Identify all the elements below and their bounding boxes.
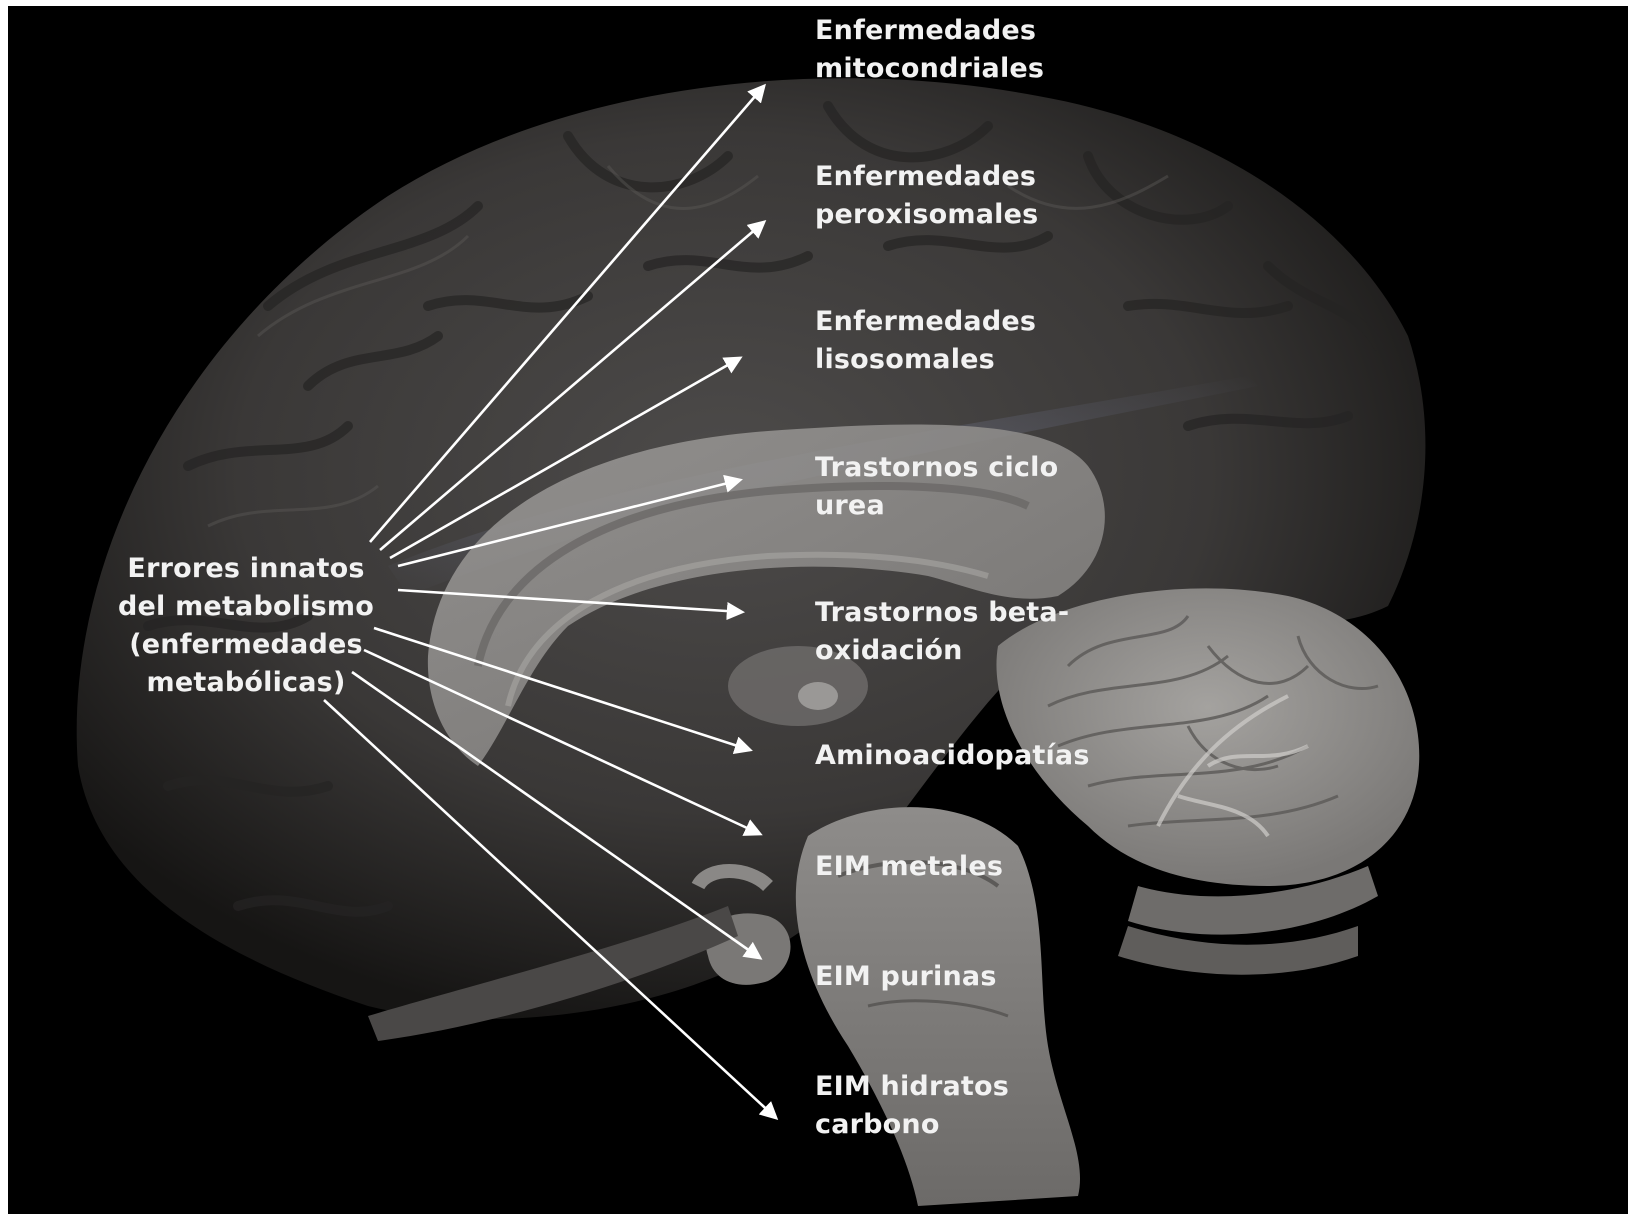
- target-line: carbono: [815, 1106, 1009, 1144]
- arrow-to-hidratos-carbono: [324, 700, 776, 1118]
- arrow-to-aminoacidopatias: [374, 628, 750, 750]
- target-line: EIM purinas: [815, 958, 997, 996]
- target-label-mitocondriales: Enfermedades mitocondriales: [815, 12, 1044, 88]
- target-label-lisosomales: Enfermedades lisosomales: [815, 303, 1036, 379]
- target-line: Enfermedades: [815, 303, 1036, 341]
- target-line: Aminoacidopatías: [815, 737, 1090, 775]
- target-line: mitocondriales: [815, 50, 1044, 88]
- target-line: oxidación: [815, 632, 1069, 670]
- source-line: Errores innatos: [118, 550, 374, 588]
- arrow-to-peroxisomales: [380, 222, 764, 550]
- source-line: (enfermedades: [118, 626, 374, 664]
- arrow-to-beta-oxidacion: [398, 590, 742, 612]
- target-label-metales: EIM metales: [815, 848, 1003, 886]
- target-line: Enfermedades: [815, 12, 1044, 50]
- arrow-to-metales: [364, 650, 760, 834]
- target-line: Enfermedades: [815, 158, 1038, 196]
- source-line: del metabolismo: [118, 588, 374, 626]
- diagram-frame: Errores innatos del metabolismo (enferme…: [8, 6, 1628, 1214]
- arrow-to-mitocondriales: [370, 86, 764, 542]
- target-line: urea: [815, 487, 1058, 525]
- target-line: Trastornos beta-: [815, 594, 1069, 632]
- target-label-aminoacidopatias: Aminoacidopatías: [815, 737, 1090, 775]
- target-label-peroxisomales: Enfermedades peroxisomales: [815, 158, 1038, 234]
- target-label-ciclo-urea: Trastornos ciclo urea: [815, 449, 1058, 525]
- target-line: EIM hidratos: [815, 1068, 1009, 1106]
- source-line: metabólicas): [118, 664, 374, 702]
- target-label-beta-oxidacion: Trastornos beta- oxidación: [815, 594, 1069, 670]
- target-line: lisosomales: [815, 341, 1036, 379]
- source-label: Errores innatos del metabolismo (enferme…: [118, 550, 374, 702]
- target-line: Trastornos ciclo: [815, 449, 1058, 487]
- target-line: peroxisomales: [815, 196, 1038, 234]
- target-label-purinas: EIM purinas: [815, 958, 997, 996]
- target-label-hidratos-carbono: EIM hidratos carbono: [815, 1068, 1009, 1144]
- target-line: EIM metales: [815, 848, 1003, 886]
